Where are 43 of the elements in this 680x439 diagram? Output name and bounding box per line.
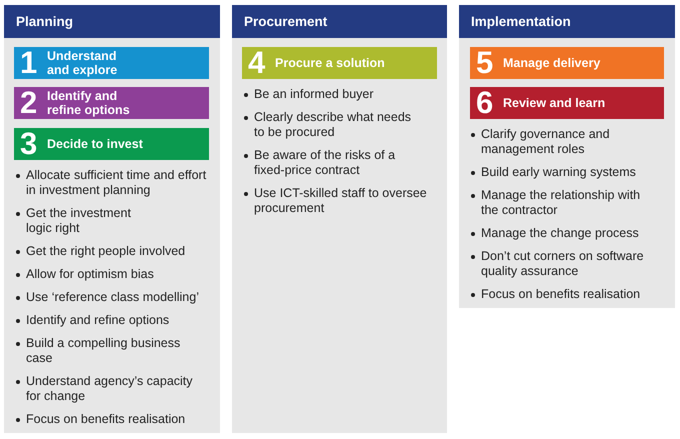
column-heading: Implementation: [459, 5, 675, 38]
bullet-item: Build early warning systems: [469, 165, 657, 180]
bullet-item: Clearly describe what needs to be procured: [242, 110, 417, 140]
step-number: 1: [20, 49, 38, 77]
column-heading: Procurement: [232, 5, 447, 38]
step-number: 4: [248, 49, 266, 77]
step-title: Manage delivery: [503, 56, 602, 70]
bullet-item: Don’t cut corners on software quality assurance: [469, 249, 657, 279]
step-banner: [242, 47, 437, 79]
step-title: Review and learn: [503, 96, 606, 110]
column-heading: Planning: [4, 5, 220, 38]
step-banner: [14, 128, 209, 160]
bullet-item: Focus on benefits realisation: [469, 287, 657, 302]
bullet-item: Use ICT-skilled staff to oversee procurement: [242, 186, 432, 216]
bullet-item: Get the investment logic right: [14, 206, 146, 236]
step-number: 3: [20, 130, 38, 158]
step-banner: [14, 47, 209, 79]
step-title: Procure a solution: [275, 56, 386, 70]
step-number: 6: [476, 89, 494, 117]
step-title: Decide to invest: [47, 137, 144, 151]
bullet-item: Be an informed buyer: [242, 87, 432, 102]
step-banner: [470, 87, 664, 119]
bullet-item: Build a compelling business case: [14, 336, 189, 366]
bullet-item: Allocate sufficient time and effort in investment planning: [14, 168, 214, 198]
step-banner: [14, 87, 209, 119]
bullet-item: Allow for optimism bias: [14, 267, 214, 282]
bullet-item: Use ‘reference class modelling’: [14, 290, 214, 305]
column-panel: [232, 5, 447, 433]
column-panel: [459, 5, 675, 308]
step-number: 5: [476, 49, 494, 77]
bullet-item: Manage the relationship with the contractor: [469, 188, 657, 218]
bullet-item: Focus on benefits realisation: [14, 412, 214, 427]
bullet-item: Get the right people involved: [14, 244, 214, 259]
step-title: Understand and explore: [47, 49, 118, 77]
bullet-item: Understand agency’s capacity for change: [14, 374, 199, 404]
bullet-item: Clarify governance and management roles: [469, 127, 657, 157]
bullet-item: Manage the change process: [469, 226, 649, 241]
bullet-item: Be aware of the risks of a fixed-price contract: [242, 148, 410, 178]
step-banner: [470, 47, 664, 79]
column-panel: [4, 5, 220, 433]
step-number: 2: [20, 89, 38, 117]
step-title: Identify and refine options: [47, 89, 131, 117]
bullet-item: Identify and refine options: [14, 313, 214, 328]
